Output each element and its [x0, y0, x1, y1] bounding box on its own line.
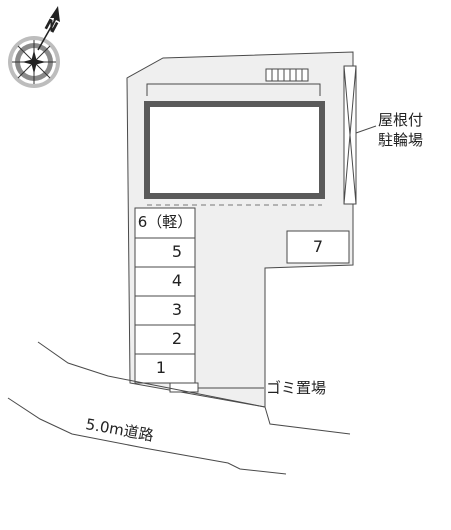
bike-parking	[343, 65, 357, 205]
parking-slot-7-label: 7	[312, 237, 324, 256]
parking-slot-4-label: 4	[171, 271, 183, 290]
bike-parking-leader	[355, 125, 377, 134]
garbage-label: ゴミ置場	[266, 379, 327, 397]
parking-slot-3-label: 3	[171, 300, 183, 319]
stairs-icon	[265, 68, 309, 82]
building	[144, 101, 325, 199]
parking-slot-5-label: 5	[171, 242, 183, 261]
parking-slot-7-box	[286, 230, 350, 264]
parking-column	[134, 207, 196, 384]
bike-parking-label-2: 駐輪場	[378, 131, 424, 149]
bike-parking-label-1: 屋根付	[378, 111, 424, 129]
parking-slot-1-label: 1	[155, 358, 167, 377]
parking-slot-6-label: 6（軽）	[137, 213, 193, 231]
parking-slot-2-label: 2	[171, 329, 183, 348]
road-edge-upper	[37, 341, 351, 435]
compass-rose-icon	[8, 6, 60, 88]
road-edge-lower	[7, 397, 287, 475]
building-area-outline	[146, 83, 321, 96]
